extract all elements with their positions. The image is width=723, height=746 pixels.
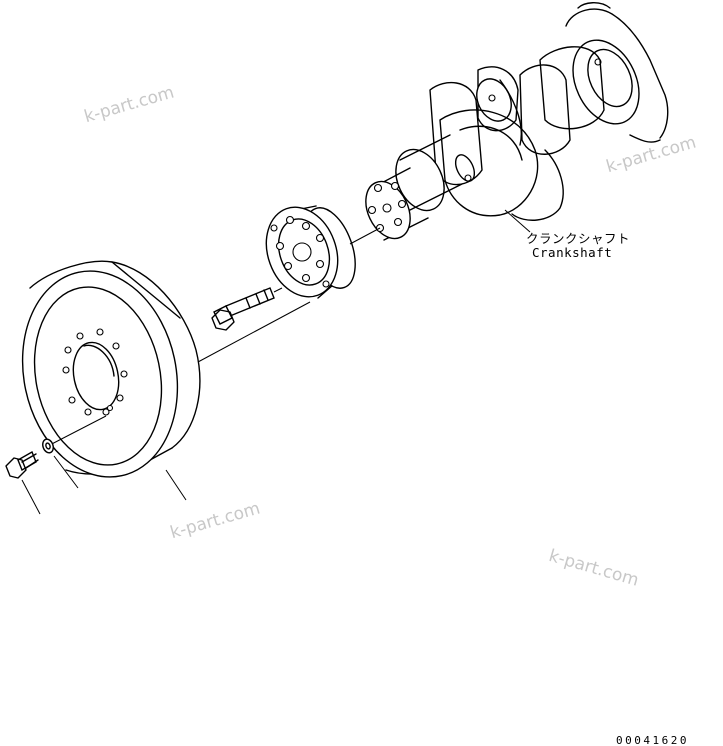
figure-code: 00041620: [616, 734, 689, 746]
crankshaft-label-en: Crankshaft: [532, 245, 613, 260]
crankshaft-label-jp: クランクシャフト: [526, 231, 631, 246]
damper-bolt-and-washer: [5, 415, 107, 515]
pulley-hub: [265, 205, 381, 299]
crankshaft: [365, 2, 669, 241]
damper-pulley: [21, 260, 311, 501]
hub-bolt: [211, 287, 283, 331]
